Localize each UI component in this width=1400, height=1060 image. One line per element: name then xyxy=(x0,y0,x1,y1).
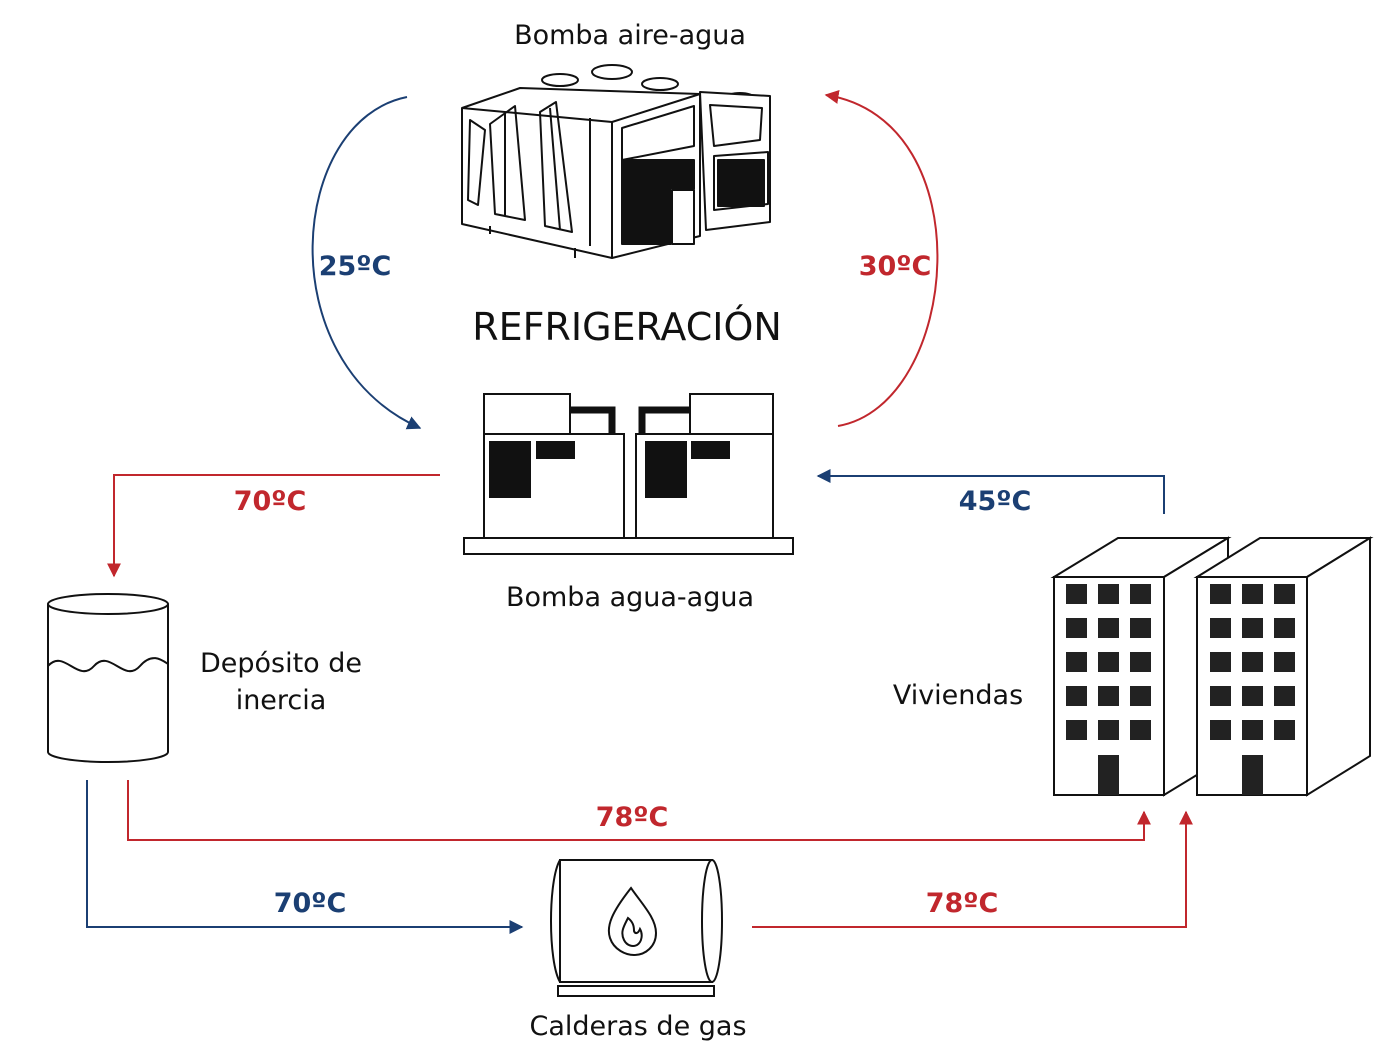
building-window xyxy=(1274,652,1295,672)
building-window xyxy=(1066,686,1087,706)
air-loop-return-arrow xyxy=(311,96,422,430)
building-window xyxy=(1098,652,1119,672)
tank-to-dwellings-line xyxy=(127,780,1151,841)
building-door xyxy=(1098,755,1119,795)
building-window xyxy=(1130,584,1151,604)
water-water-heat-pump-icon xyxy=(463,393,794,555)
building-window xyxy=(1274,720,1295,740)
air-water-pump-label: Bomba aire-agua xyxy=(514,20,746,51)
dwellings-to-pump-temp: 45ºC xyxy=(959,486,1032,517)
building-window xyxy=(1274,686,1295,706)
building-window xyxy=(1210,618,1231,638)
pump-to-tank-line xyxy=(107,474,440,578)
inertia-tank-label-line2: inercia xyxy=(236,685,327,716)
building-window xyxy=(1130,720,1151,740)
building-door xyxy=(1242,755,1263,795)
building-windows xyxy=(1066,584,1295,795)
building-window xyxy=(1210,584,1231,604)
building-window xyxy=(1098,686,1119,706)
gas-boiler-icon xyxy=(550,859,723,997)
tank-to-boilers-line xyxy=(86,780,524,934)
dwellings-to-pump-line xyxy=(816,469,1165,514)
air-supply-temp: 30ºC xyxy=(859,251,932,282)
boilers-to-dwellings-temp: 78ºC xyxy=(926,888,999,919)
tank-to-dwellings-temp: 78ºC xyxy=(596,802,669,833)
building-window xyxy=(1130,618,1151,638)
air-loop-supply-arrow xyxy=(824,90,939,427)
building-window xyxy=(1066,720,1087,740)
building-window xyxy=(1242,686,1263,706)
building-window xyxy=(1066,652,1087,672)
building-window xyxy=(1130,686,1151,706)
air-water-heat-pump-icon xyxy=(461,64,771,259)
inertia-tank-label-line1: Depósito de xyxy=(200,648,362,679)
building-window xyxy=(1210,720,1231,740)
tank-to-boilers-temp: 70ºC xyxy=(274,888,347,919)
building-window xyxy=(1242,720,1263,740)
building-window xyxy=(1242,584,1263,604)
building-window xyxy=(1274,618,1295,638)
building-window xyxy=(1130,652,1151,672)
pump-to-tank-temp: 70ºC xyxy=(234,486,307,517)
building-window xyxy=(1210,652,1231,672)
water-water-pump-label: Bomba agua-agua xyxy=(506,582,754,613)
boilers-to-dwellings-line xyxy=(752,810,1193,928)
building-window xyxy=(1098,618,1119,638)
gas-boilers-label: Calderas de gas xyxy=(529,1011,746,1042)
building-window xyxy=(1242,652,1263,672)
building-window xyxy=(1098,720,1119,740)
flame-icon xyxy=(607,886,658,957)
air-return-temp: 25ºC xyxy=(319,251,392,282)
dwellings-label: Viviendas xyxy=(893,680,1023,711)
building-window xyxy=(1274,584,1295,604)
building-window xyxy=(1098,584,1119,604)
building-window xyxy=(1242,618,1263,638)
building-window xyxy=(1066,584,1087,604)
building-window xyxy=(1210,686,1231,706)
refrigeration-title: REFRIGERACIÓN xyxy=(472,305,782,349)
inertia-tank-icon xyxy=(47,593,169,763)
building-window xyxy=(1066,618,1087,638)
